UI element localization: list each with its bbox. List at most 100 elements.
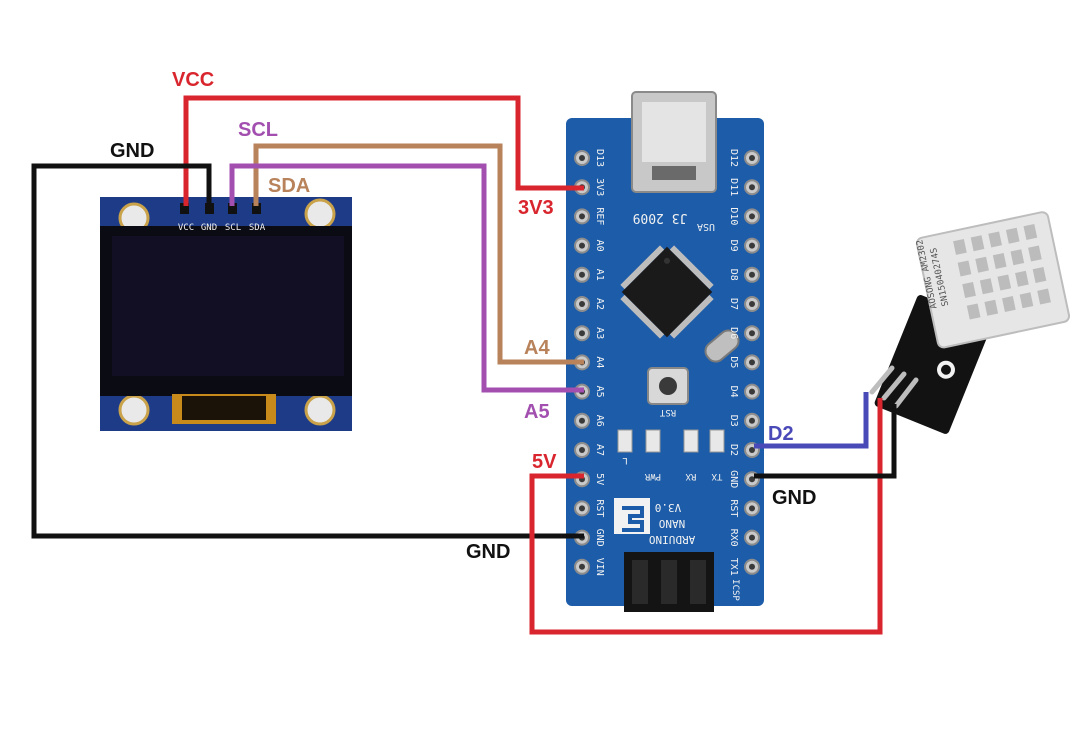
silk-version: V3.0 — [655, 501, 682, 514]
nano-pin-hole-center — [579, 505, 585, 512]
wire-gnd-sensor — [754, 404, 897, 479]
nano-pin-label: D12 — [728, 149, 739, 167]
oled-pin-label-sda: SDA — [249, 223, 266, 233]
sensor-vent-slot — [957, 260, 972, 277]
sensor-vent-slot — [1023, 223, 1038, 240]
icsp-pin-col-3 — [690, 560, 706, 604]
nano-pin-hole-center — [579, 301, 585, 307]
sensor-vent-slot — [984, 299, 999, 316]
sensor-vent-slot — [979, 278, 994, 295]
nano-pin-hole-center — [749, 563, 755, 570]
nano-pin-hole-center — [579, 213, 585, 220]
label-3v3: 3V3 — [518, 197, 554, 219]
wire-vcc-3v3 — [183, 95, 584, 206]
icsp-pin-col-1 — [632, 560, 648, 604]
nano-pin-label: GND — [728, 470, 739, 488]
silk-led-tx: TX — [711, 471, 722, 481]
nano-pin-hole-center — [749, 155, 755, 161]
oled-mount-hole-br — [304, 394, 336, 426]
wire-sda-a5 — [229, 163, 584, 393]
oled-pin-label-scl: SCL — [225, 223, 241, 233]
oled-pin-label-gnd: GND — [201, 223, 217, 233]
silk-usa: USA — [697, 221, 715, 232]
nano-pin-hole-center — [749, 417, 755, 424]
nano-pin-hole-center — [579, 563, 585, 570]
label-a5: A5 — [524, 401, 550, 423]
icsp-pin-col-2 — [661, 560, 677, 604]
nano-pin-label: D7 — [728, 298, 739, 310]
nano-pin-label: A3 — [594, 327, 605, 339]
reset-button-cap — [659, 377, 677, 395]
nano-pin-label: A6 — [594, 415, 605, 427]
sensor-vent-slot — [1032, 267, 1047, 284]
silk-icsp: ICSP — [730, 579, 740, 601]
nano-pin-label: A7 — [594, 444, 605, 456]
nano-pin-hole-center — [579, 242, 585, 249]
sensor-vent-slot — [997, 274, 1012, 291]
nano-pin-label: 5V — [594, 473, 605, 485]
wire-labels: VCC GND SCL SDA 3V3 A4 A5 5V GND D2 GND — [110, 69, 816, 563]
nano-pin-label: A2 — [594, 298, 605, 310]
nano-pin-hole-center — [749, 271, 755, 278]
sensor-vent-slot — [992, 252, 1007, 269]
label-d2: D2 — [768, 423, 794, 445]
sensor-vent-slot — [1037, 288, 1051, 305]
nano-pin-hole-center — [749, 301, 755, 307]
sensor-vent-slot — [962, 281, 976, 298]
oled-mount-hole-bl — [118, 394, 150, 426]
label-a4: A4 — [524, 337, 550, 359]
silk-led-rx: RX — [685, 471, 696, 481]
crystal — [704, 329, 740, 363]
nano-pin-label: 3V3 — [594, 178, 605, 196]
label-gnd-sensor: GND — [772, 487, 816, 509]
nano-pin-label: D5 — [728, 356, 739, 368]
sensor-vent-slot — [1028, 245, 1042, 262]
sensor-vent-slot — [1010, 249, 1025, 266]
wire-gnd-oled — [31, 163, 584, 539]
silk-brand: ARDUINO — [649, 533, 695, 546]
nano-pin-label: VIN — [594, 558, 605, 576]
nano-pin-hole-center — [749, 330, 755, 337]
nano-pin-label: A4 — [594, 356, 605, 368]
nano-board — [566, 118, 764, 606]
silk-led-l: L — [622, 455, 627, 465]
sensor-vent-slot — [988, 231, 1002, 248]
label-sda: SDA — [268, 175, 310, 197]
sensor-housing: AOSONG AM2302 SN15040274S — [915, 211, 1071, 349]
nano-pin-label: REF — [594, 207, 605, 225]
sensor-vent-slot — [1019, 292, 1034, 309]
wires — [31, 95, 897, 635]
nano-pin-hole-center — [579, 417, 585, 424]
nano-pin-hole-center — [749, 184, 755, 191]
oled-flex-cable-shadow — [182, 396, 266, 420]
led-l — [617, 429, 633, 453]
oled-mount-hole-tr — [304, 198, 336, 230]
nano-pin-label: D4 — [728, 386, 739, 398]
nano-pin-hole-center — [749, 505, 755, 512]
nano-pin-label: D8 — [728, 269, 739, 281]
mcu-chip — [620, 245, 714, 339]
label-vcc: VCC — [172, 69, 214, 91]
nano-pin-hole-center — [749, 242, 755, 249]
nano-pin-label: D3 — [728, 415, 739, 427]
label-scl: SCL — [238, 119, 278, 141]
oled-screen — [112, 236, 344, 376]
nano-pin-hole-center — [749, 213, 755, 220]
nano-pin-hole-center — [749, 359, 755, 366]
nano-pin-rows: D133V3REFA0A1A2A3A4A5A6A75VRSTGNDVIND12D… — [574, 149, 760, 576]
nano-pin-label: RST — [728, 499, 739, 517]
led-rx — [683, 429, 699, 453]
silk-led-pwr: PWR — [644, 471, 661, 481]
sensor-vent-slot — [1015, 270, 1029, 287]
nano-pin-label: RST — [594, 499, 605, 517]
nano-pin-label: D13 — [594, 149, 605, 167]
nano-pin-label: D11 — [728, 178, 739, 196]
label-gnd-nano: GND — [466, 541, 510, 563]
oled-pin-label-vcc: VCC — [178, 223, 194, 233]
wire-5v-sensor — [529, 398, 883, 635]
sensor-vent-slot — [1002, 296, 1016, 313]
nano-pin-label: D2 — [728, 444, 739, 456]
nano-pin-hole-center — [579, 447, 585, 453]
nano-pin-label: A0 — [594, 240, 605, 252]
